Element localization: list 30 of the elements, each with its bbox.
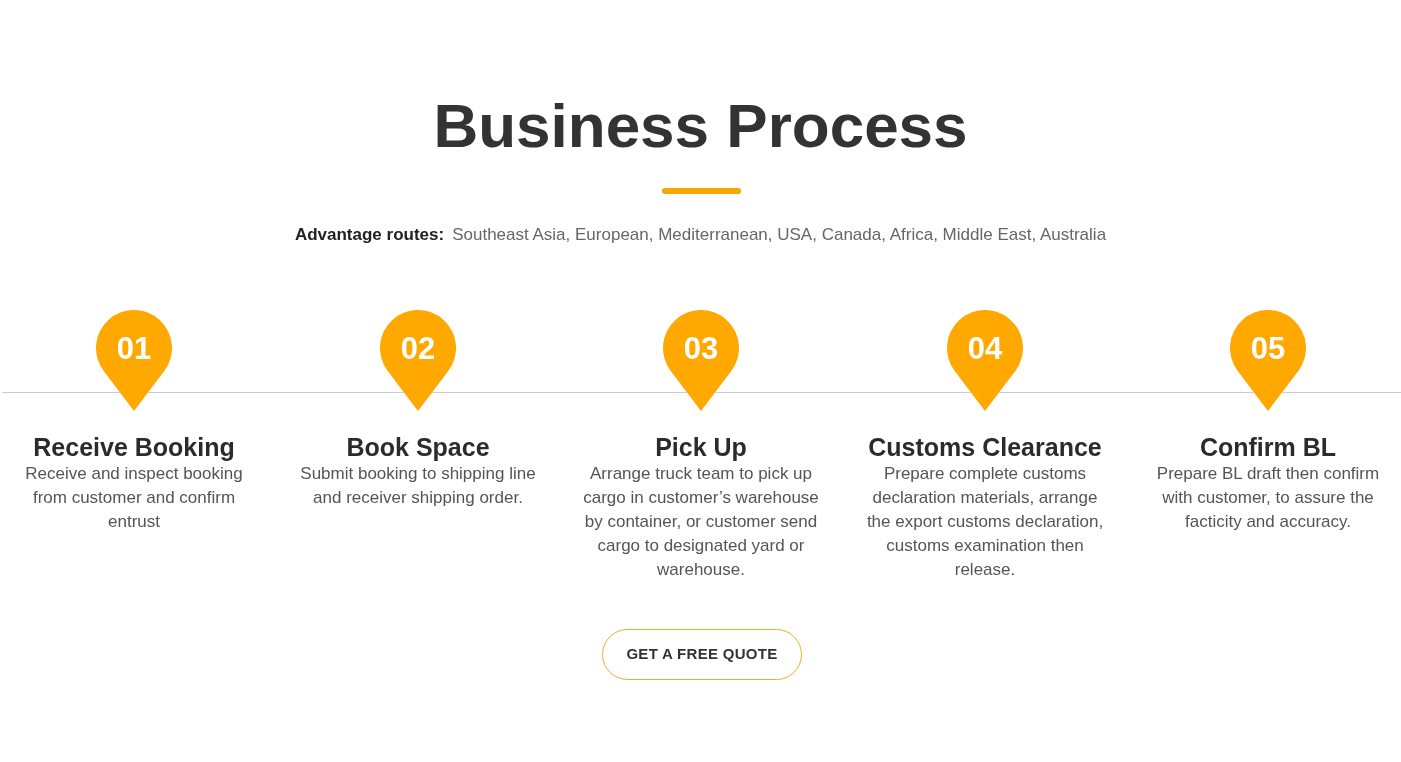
timeline-line (998, 392, 1255, 393)
location-pin (1230, 310, 1306, 412)
routes-list: Southeast Asia, European, Mediterranean, USA, Canada, Africa, Middle East, Australia (452, 223, 1107, 247)
timeline-line (714, 392, 972, 393)
timeline-line (1, 392, 121, 393)
page-title: Business Process (433, 95, 968, 157)
step-description: Prepare BL draft then confirm with customer, to assure the facticity and accuracy. (1155, 463, 1381, 533)
step-title: Book Space (346, 432, 490, 462)
location-pin (380, 310, 456, 412)
step-description: Submit booking to shipping line and receiver shipping order. (299, 463, 537, 509)
step-number: 02 (400, 332, 436, 366)
step-title: Receive Booking (33, 432, 235, 462)
step-number: 04 (967, 332, 1003, 366)
step-title: Customs Clearance (868, 432, 1102, 462)
timeline-line (431, 392, 688, 393)
location-pin (663, 310, 739, 412)
step-number: 05 (1250, 332, 1286, 366)
step-title: Pick Up (655, 432, 747, 462)
routes-label: Advantage routes: (294, 224, 445, 246)
step-description: Arrange truck team to pick up cargo in customer’s warehouse by container, or customer send cargo to designated yard or warehouse. (582, 463, 820, 581)
step-number: 03 (683, 332, 719, 366)
timeline-line (1281, 392, 1401, 393)
quote-button: GET A FREE QUOTE (602, 629, 802, 680)
step-title: Confirm BL (1199, 432, 1337, 462)
location-pin (947, 310, 1023, 412)
timeline-line (147, 392, 405, 393)
step-number: 01 (116, 332, 152, 366)
step-description: Receive and inspect booking from customer and confirm entrust (24, 463, 244, 533)
location-pin (96, 310, 172, 412)
step-description: Prepare complete customs declaration materials, arrange the export customs declaration, customs examination then release. (865, 463, 1105, 581)
